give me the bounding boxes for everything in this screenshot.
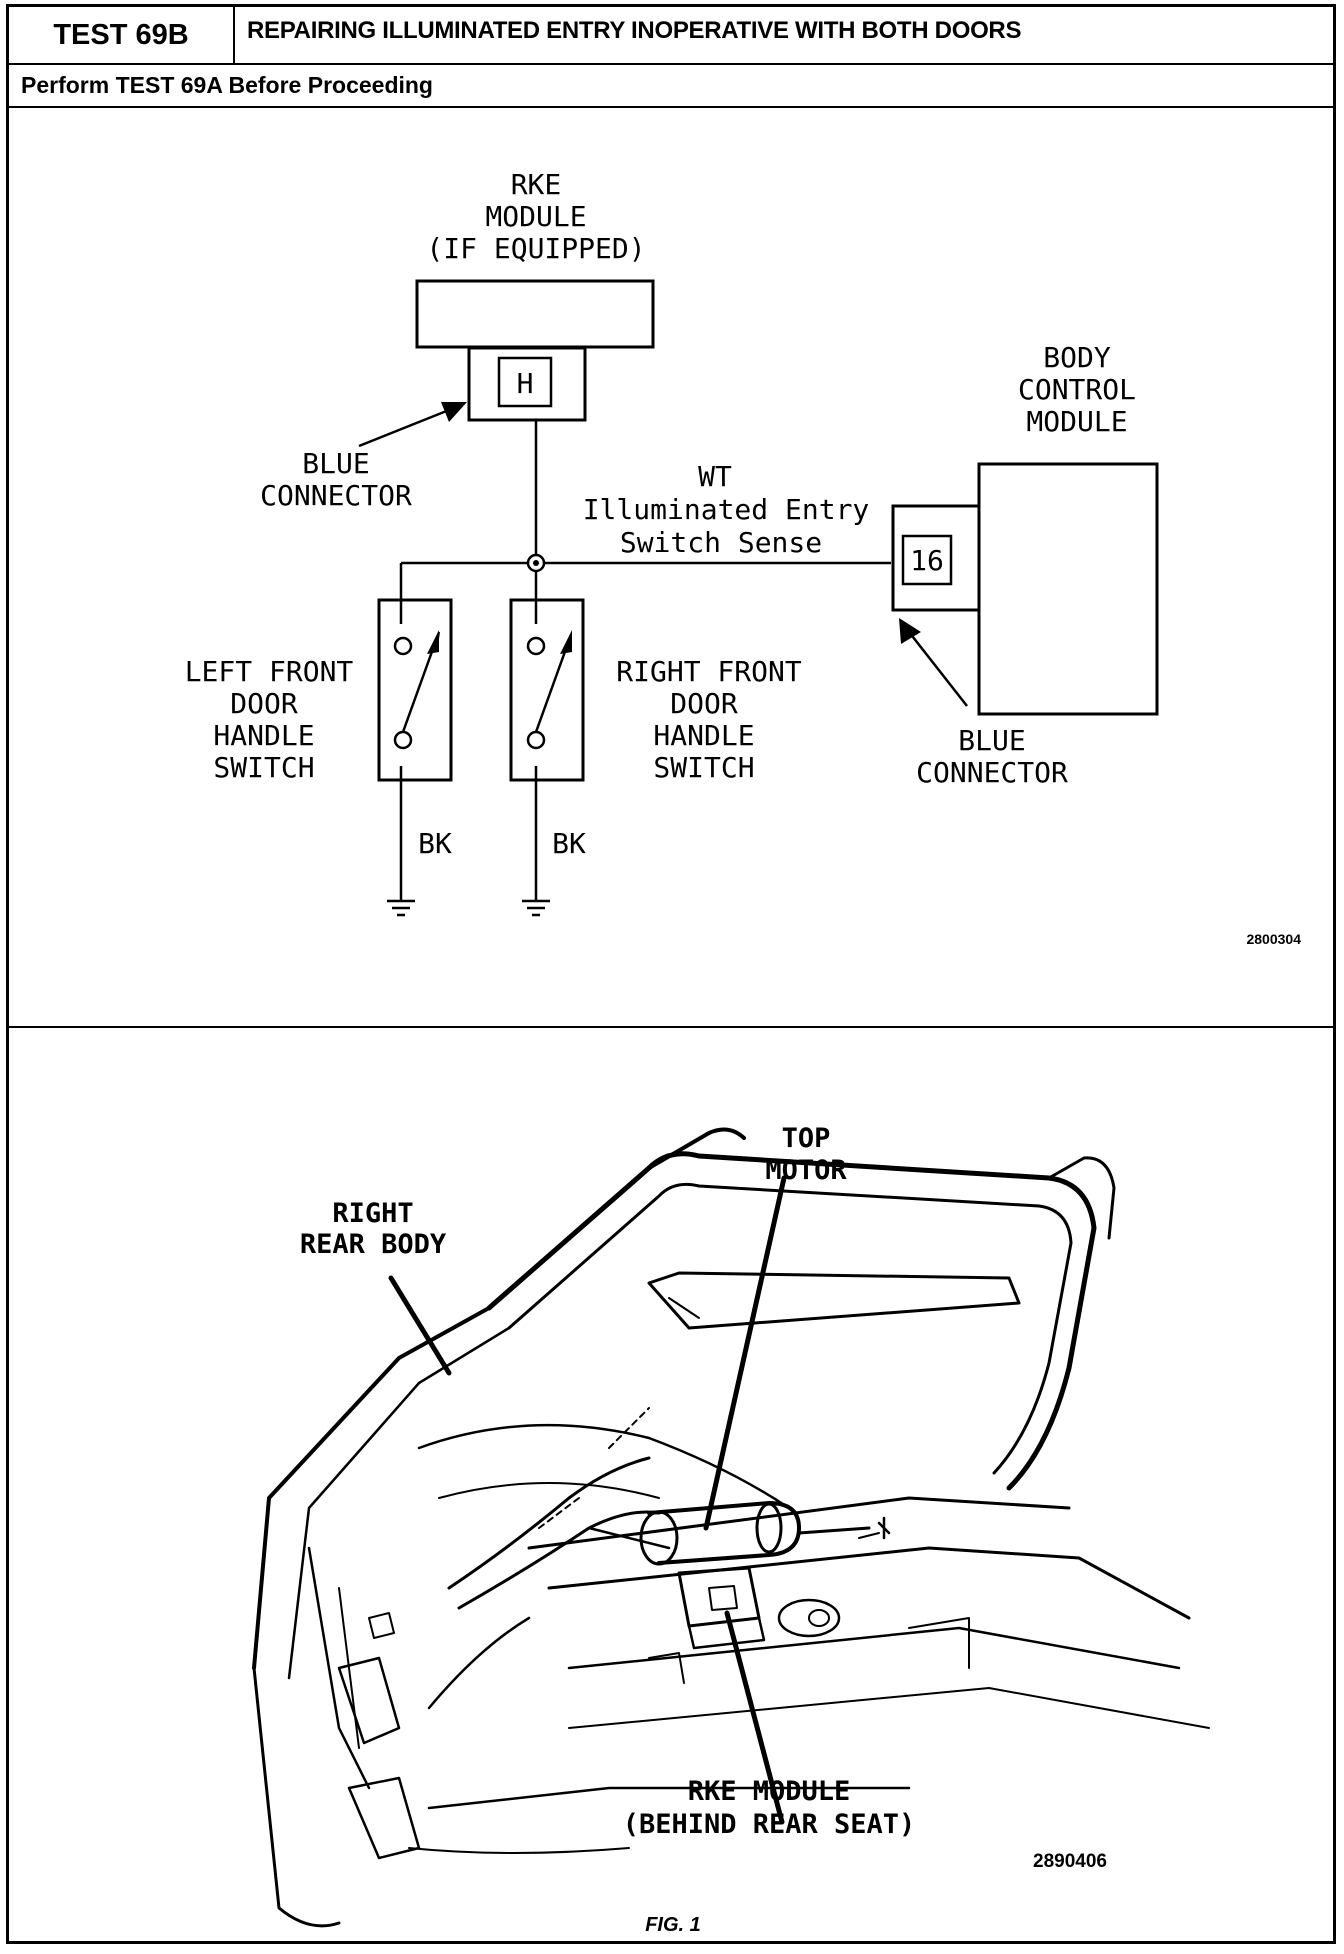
left-switch-label-1: LEFT FRONT bbox=[185, 655, 354, 688]
pointer-arrow-icon bbox=[899, 618, 921, 644]
wiring-schematic-panel: RKE MODULE (IF EQUIPPED) H BLUE CONNECTO… bbox=[9, 106, 1333, 1028]
bcm-box bbox=[977, 462, 1159, 716]
ground-symbol-icon bbox=[522, 899, 550, 917]
rke-pin-h-cell bbox=[497, 356, 553, 408]
left-switch-label-2: DOOR bbox=[230, 687, 298, 720]
ground-symbol-icon bbox=[387, 899, 415, 917]
right-rear-body-leader bbox=[388, 1275, 452, 1376]
rke-module-location-label-2: (BEHIND REAR SEAT) bbox=[623, 1809, 916, 1840]
rke-module-label-2: MODULE bbox=[485, 200, 586, 233]
right-rear-body-label-1: RIGHT bbox=[332, 1198, 413, 1229]
service-manual-page: TEST 69B REPAIRING ILLUMINATED ENTRY INO… bbox=[6, 4, 1336, 1944]
locator-figure-number: 2890406 bbox=[1033, 1851, 1107, 1872]
bcm-connector-body bbox=[891, 504, 981, 612]
schematic-figure-number: 2800304 bbox=[1246, 931, 1301, 947]
top-motor-leader bbox=[703, 1175, 787, 1531]
prerequisite-row: Perform TEST 69A Before Proceeding bbox=[9, 63, 1333, 108]
bcm-connector-label-2: CONNECTOR bbox=[916, 756, 1068, 789]
vehicle-body-drawing bbox=[252, 1127, 1210, 1928]
rke-module-label-3: (IF EQUIPPED) bbox=[426, 232, 645, 265]
top-motor-label-1: TOP bbox=[782, 1123, 831, 1154]
top-motor-label-2: MOTOR bbox=[765, 1155, 847, 1186]
left-door-switch-box bbox=[377, 598, 453, 782]
rke-module-label-1: RKE bbox=[511, 168, 562, 201]
right-switch-label-4: SWITCH bbox=[653, 751, 754, 784]
wire-desc-label-1: Illuminated Entry bbox=[583, 493, 870, 526]
rke-module-location-drawing: TOP MOTOR RIGHT REAR BODY RKE MODULE (BE… bbox=[252, 1123, 1210, 1936]
test-header: TEST 69B REPAIRING ILLUMINATED ENTRY INO… bbox=[9, 7, 1333, 65]
right-switch-label-1: RIGHT FRONT bbox=[616, 655, 802, 688]
rke-module-leader bbox=[724, 1610, 785, 1825]
component-locator-panel: TOP MOTOR RIGHT REAR BODY RKE MODULE (BE… bbox=[9, 1028, 1333, 1941]
right-door-switch-box bbox=[509, 598, 585, 782]
left-switch-label-3: HANDLE bbox=[213, 719, 314, 752]
bcm-label-3: MODULE bbox=[1026, 405, 1127, 438]
rke-connector-label-1: BLUE bbox=[302, 447, 369, 480]
bcm-pin-label: 16 bbox=[910, 544, 944, 577]
rke-module-box bbox=[415, 279, 655, 349]
wire-desc-label-2: Switch Sense bbox=[620, 526, 822, 559]
switch-contact-icon bbox=[393, 636, 413, 656]
right-rear-body-label-2: REAR BODY bbox=[300, 1229, 447, 1260]
switch-contact-icon bbox=[526, 730, 546, 750]
bcm-label-1: BODY bbox=[1043, 341, 1111, 374]
left-switch-label-4: SWITCH bbox=[213, 751, 314, 784]
switch-arrow-icon bbox=[560, 630, 572, 654]
bcm-pin-16-cell bbox=[901, 534, 953, 586]
ground-wire-left-label: BK bbox=[418, 827, 452, 860]
switch-contact-icon bbox=[393, 730, 413, 750]
test-title: REPAIRING ILLUMINATED ENTRY INOPERATIVE … bbox=[247, 17, 1022, 44]
test-id: TEST 69B bbox=[9, 7, 235, 63]
rke-pin-label: H bbox=[517, 367, 534, 400]
wiring-schematic: RKE MODULE (IF EQUIPPED) H BLUE CONNECTO… bbox=[185, 168, 1301, 947]
bcm-connector-label-1: BLUE bbox=[958, 724, 1025, 757]
prerequisite-text: Perform TEST 69A Before Proceeding bbox=[21, 72, 433, 98]
wire-color-label: WT bbox=[698, 460, 732, 493]
figure-caption: FIG. 1 bbox=[645, 1914, 701, 1936]
switch-arrow-icon bbox=[427, 630, 439, 654]
rke-module-location-label-1: RKE MODULE bbox=[688, 1776, 851, 1807]
switch-contact-icon bbox=[526, 636, 546, 656]
right-switch-label-2: DOOR bbox=[670, 687, 738, 720]
rke-connector-body bbox=[467, 346, 587, 422]
bcm-label-2: CONTROL bbox=[1018, 373, 1136, 406]
right-switch-label-3: HANDLE bbox=[653, 719, 754, 752]
ground-wire-right-label: BK bbox=[552, 827, 586, 860]
pointer-arrow-icon bbox=[441, 402, 467, 422]
rke-connector-label-2: CONNECTOR bbox=[260, 479, 412, 512]
